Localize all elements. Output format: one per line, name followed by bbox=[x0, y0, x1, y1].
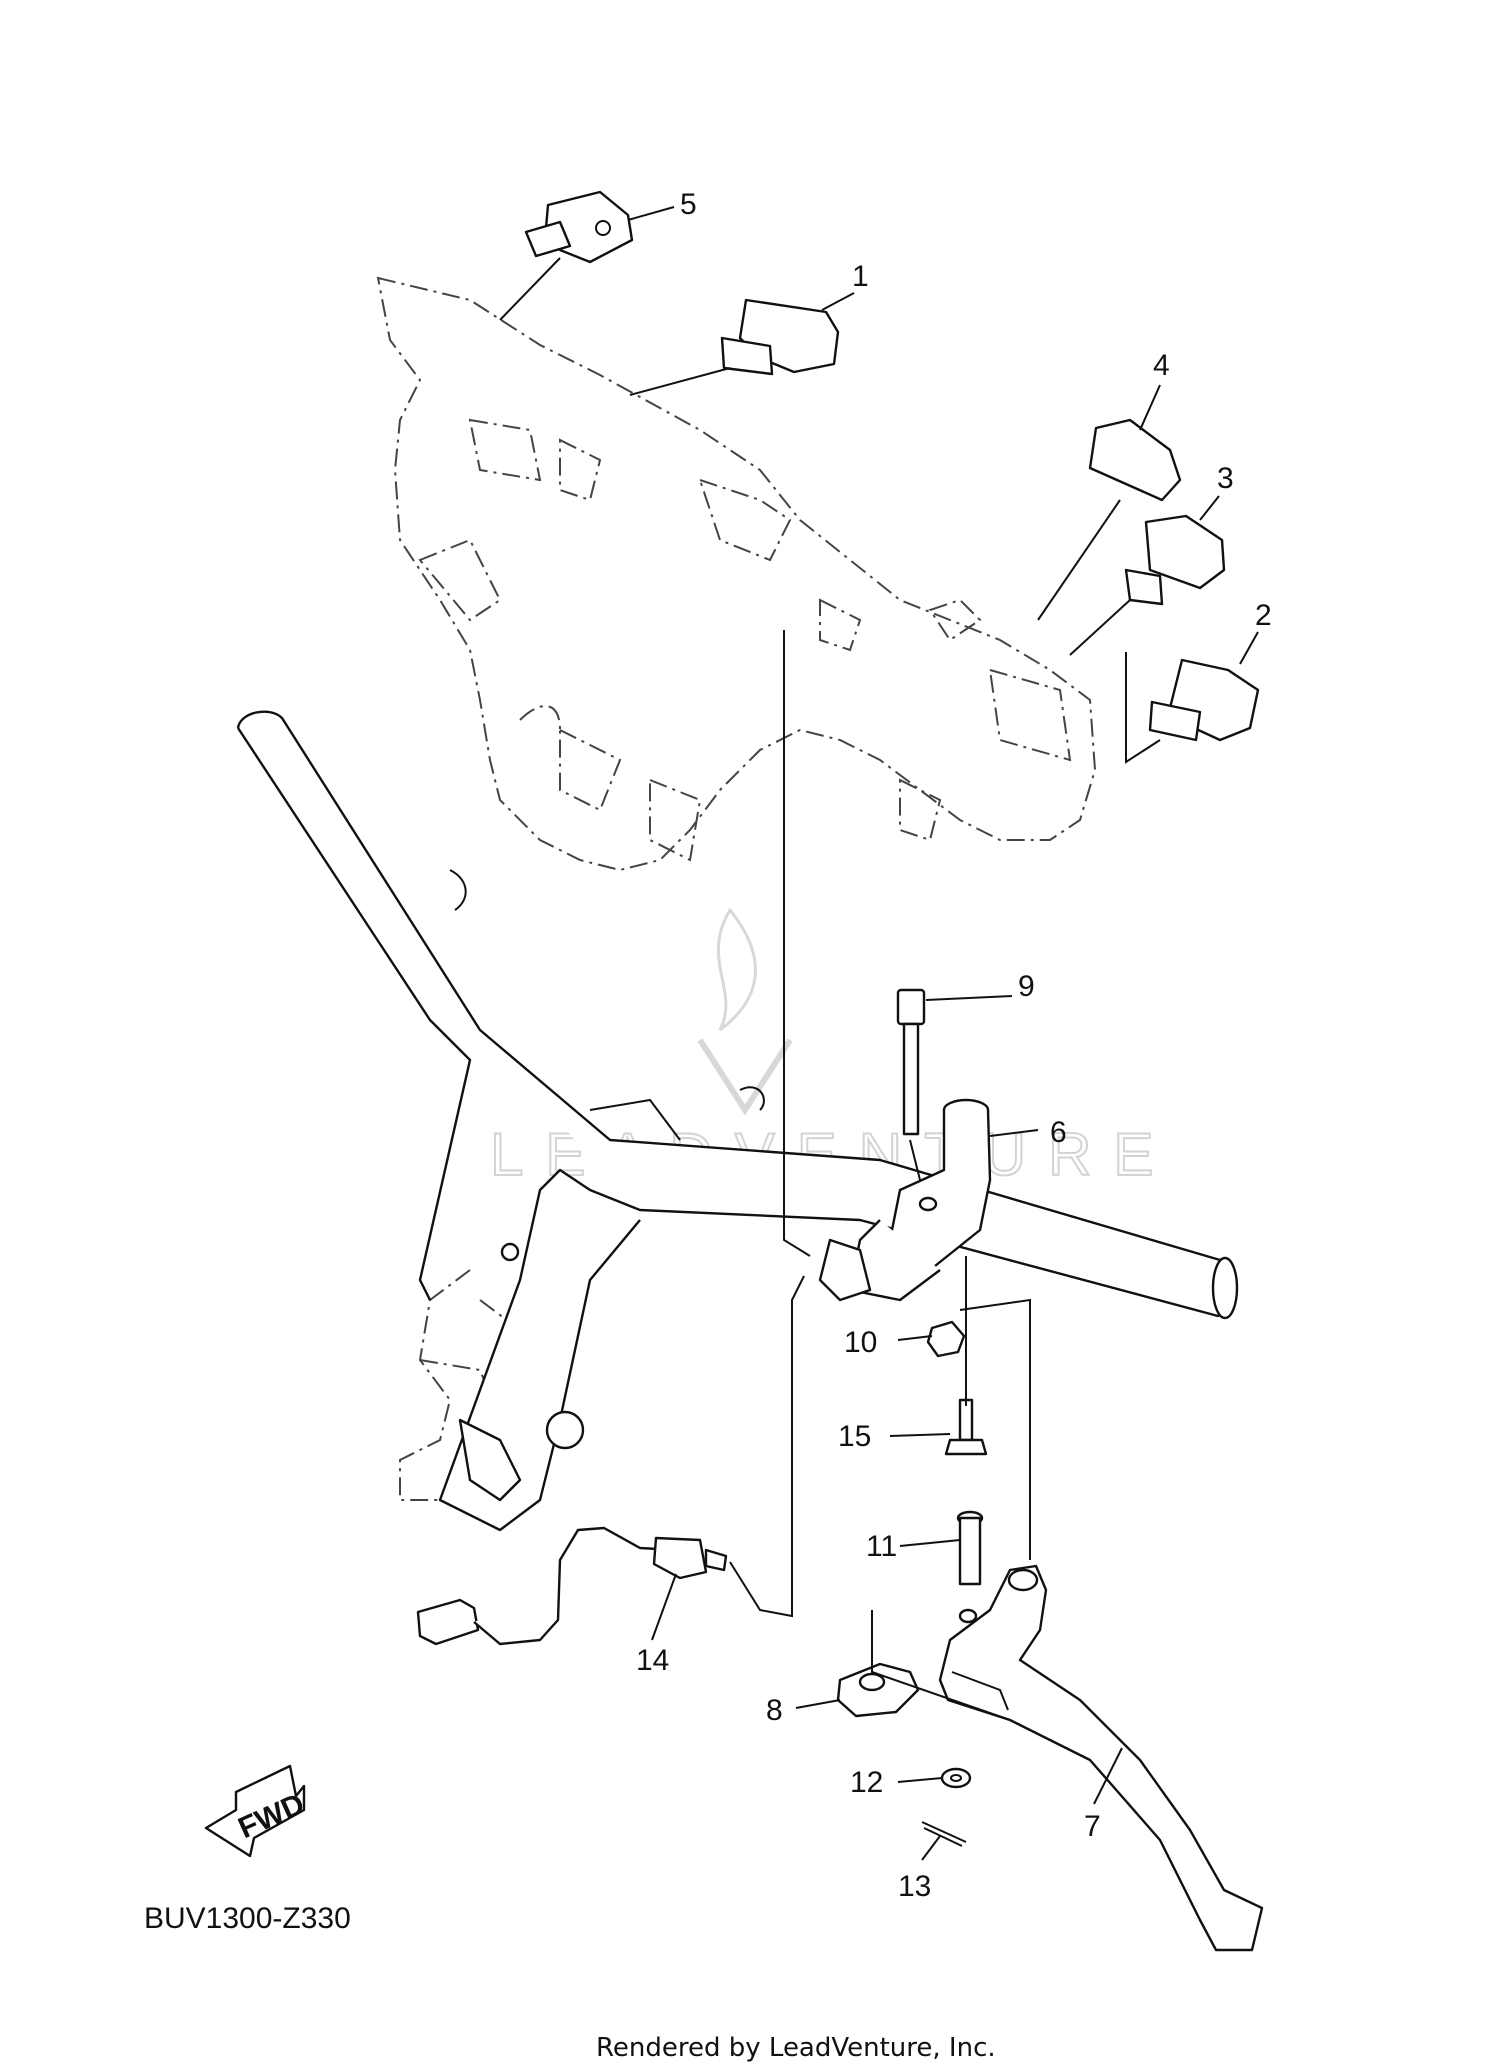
part-7-lever bbox=[938, 1564, 1264, 1952]
callout-13: 13 bbox=[898, 1870, 931, 1903]
handlebar-cover-ghost bbox=[376, 276, 1097, 872]
callout-1: 1 bbox=[852, 260, 869, 293]
callout-12: 12 bbox=[850, 1766, 883, 1799]
part-6-holder bbox=[818, 1098, 992, 1302]
callout-leaders bbox=[627, 206, 1259, 1861]
callout-11: 11 bbox=[866, 1530, 897, 1563]
part-15-bolt bbox=[944, 1398, 988, 1456]
diagram-code: BUV1300-Z330 bbox=[144, 1902, 351, 1935]
callout-10: 10 bbox=[844, 1326, 877, 1359]
callout-14: 14 bbox=[636, 1644, 669, 1677]
part-11-pin bbox=[956, 1510, 984, 1586]
callout-9: 9 bbox=[1018, 970, 1035, 1003]
callout-5: 5 bbox=[680, 188, 697, 221]
part-1-switch bbox=[629, 298, 840, 396]
part-5-switch bbox=[499, 190, 634, 321]
part-14-switch bbox=[416, 1275, 805, 1646]
part-10-nut bbox=[926, 1320, 966, 1358]
fwd-arrow: FWD bbox=[204, 1764, 309, 1858]
part-13-cotter-pin bbox=[921, 1821, 967, 1847]
part-9-bolt bbox=[896, 988, 926, 1181]
part-3-switch bbox=[1069, 514, 1226, 656]
callout-8: 8 bbox=[766, 1694, 783, 1727]
part-4-switch bbox=[1037, 418, 1182, 621]
part-8-collar bbox=[836, 1662, 920, 1718]
leader-lines bbox=[783, 630, 1031, 1721]
part-2-switch bbox=[1125, 652, 1260, 764]
callout-7: 7 bbox=[1084, 1810, 1101, 1843]
callout-2: 2 bbox=[1255, 599, 1272, 632]
part-12-washer bbox=[940, 1767, 972, 1789]
handlebar bbox=[236, 710, 1239, 1532]
callout-4: 4 bbox=[1153, 349, 1170, 382]
callout-3: 3 bbox=[1217, 462, 1234, 495]
callout-labels: 1 2 3 4 5 6 7 8 9 10 11 12 13 14 15 bbox=[636, 188, 1272, 1903]
footer-credit: Rendered by LeadVenture, Inc. bbox=[596, 2033, 996, 2063]
callout-15: 15 bbox=[838, 1420, 871, 1453]
callout-6: 6 bbox=[1050, 1116, 1067, 1149]
